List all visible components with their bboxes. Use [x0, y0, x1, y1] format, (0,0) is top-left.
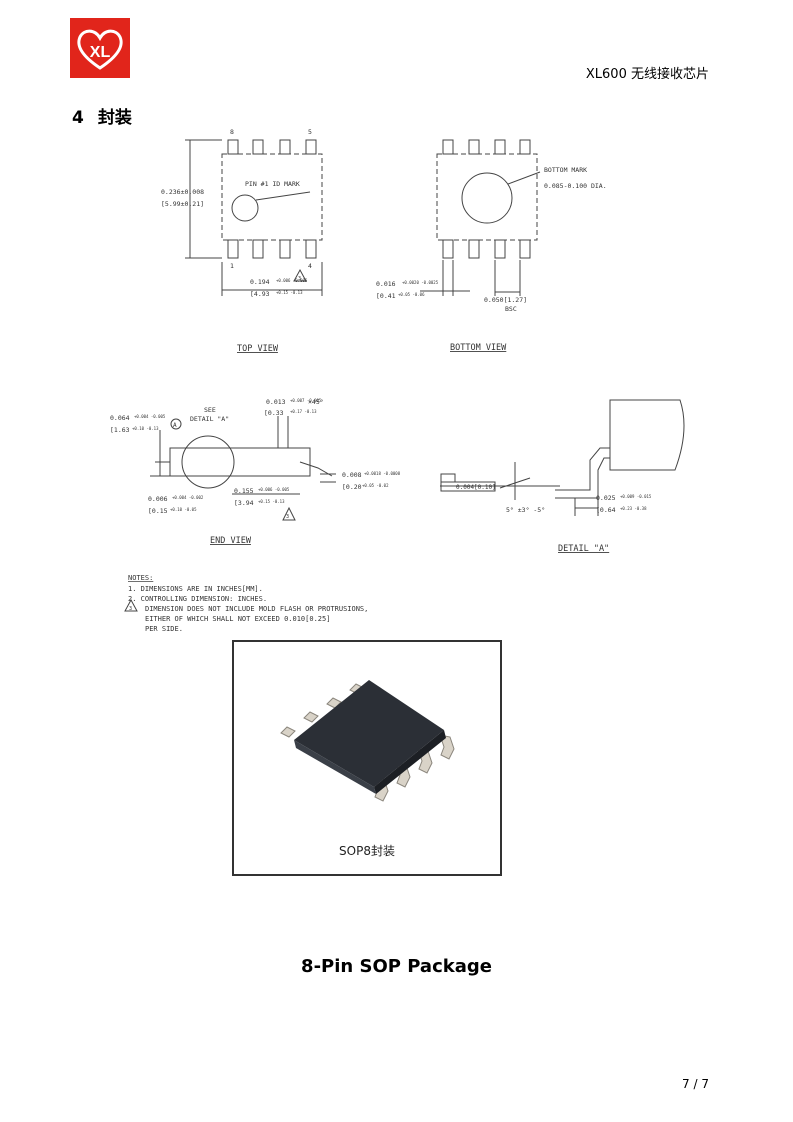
chip-illustration: [280, 680, 455, 802]
end-view-label: END VIEW: [210, 536, 252, 546]
end-note-flag: 3: [286, 514, 289, 520]
top-pin1-label: 1: [230, 262, 234, 270]
bottom-lead-width-in: 0.016: [376, 280, 396, 288]
chamfer-tol-in: +0.007 -0.005: [290, 398, 322, 403]
note-3-number: 3: [129, 606, 132, 612]
body-in: 0.155: [234, 487, 254, 495]
top-width-in: 0.194: [250, 278, 270, 286]
end-height-mm: [1.63: [110, 426, 130, 434]
body-mm: [3.94: [234, 499, 254, 507]
bottom-lead-width-mm: [0.41: [376, 292, 396, 300]
end-height-tol-mm: +0.10 -0.13: [132, 426, 159, 431]
note-1: 1. DIMENSIONS ARE IN INCHES[MM].: [128, 585, 263, 593]
lead-thk-in: 0.008: [342, 471, 362, 479]
top-view: [185, 139, 323, 296]
company-logo: XL: [70, 18, 130, 78]
note-3a: DIMENSION DOES NOT INCLUDE MOLD FLASH OR…: [145, 605, 368, 613]
foot-mm: [0.64: [596, 506, 616, 514]
bottom-lead-tol-in: +0.0020 -0.0025: [402, 280, 439, 285]
see-label: SEE: [204, 406, 216, 414]
logo-text: XL: [90, 44, 111, 61]
chamfer-mm: [0.33: [264, 409, 284, 417]
end-circle-a: A: [173, 422, 177, 429]
section-heading: 4 封装: [72, 103, 146, 128]
standoff-tol-mm: +0.10 -0.05: [170, 507, 197, 512]
note-2: 2. CONTROLLING DIMENSION: INCHES.: [128, 595, 267, 603]
note-3b: EITHER OF WHICH SHALL NOT EXCEED 0.010[0…: [145, 615, 330, 623]
chamfer-in: 0.013: [266, 398, 286, 406]
bottom-view-label: BOTTOM VIEW: [450, 343, 507, 353]
body-tol-mm: +0.15 -0.13: [258, 499, 285, 504]
coplanarity-label: 0.004[0.10]: [456, 484, 496, 491]
detail-a-view: [440, 399, 685, 516]
end-height-in: 0.064: [110, 414, 130, 422]
top-width-tol-mm: +0.15 -0.13: [276, 290, 303, 295]
lead-thk-tol-mm: +0.05 -0.02: [362, 483, 389, 488]
foot-tol-mm: +0.23 -0.38: [620, 506, 647, 511]
top-pin5-label: 5: [308, 128, 312, 136]
top-width-mm: [4.93: [250, 290, 270, 298]
bottom-pitch-basis: BSC: [505, 305, 517, 313]
package-title: 8-Pin SOP Package: [301, 956, 492, 977]
page-number: 7 / 7: [682, 1077, 709, 1091]
detail-angle-label: 5° ±3° -5°: [506, 506, 545, 514]
chamfer-tol-mm: +0.17 -0.13: [290, 409, 317, 414]
pin-id-mark-label: PIN #1 ID MARK: [245, 180, 300, 188]
standoff-in: 0.006: [148, 495, 168, 503]
notes-heading: NOTES:: [128, 574, 153, 582]
package-photo: SOP8封装: [232, 640, 502, 876]
note-3c: PER SIDE.: [145, 625, 183, 633]
body-tol-in: +0.006 -0.005: [258, 487, 290, 492]
photo-caption: SOP8封装: [339, 844, 395, 858]
section-title-text: 封装: [97, 108, 132, 128]
bottom-lead-tol-mm: +0.05 -0.06: [398, 292, 425, 297]
foot-in: 0.025: [596, 494, 616, 502]
top-height-in: 0.236±0.008: [161, 188, 204, 196]
top-note-flag: 3: [298, 276, 301, 282]
section-number: 4: [72, 108, 84, 128]
end-view: [150, 416, 336, 521]
bottom-mark-label: BOTTOM MARK: [544, 166, 587, 174]
package-drawing: 8 5 1 4 PIN #1 ID MARK 0.236±0.008 [5.99…: [110, 128, 685, 633]
top-height-mm: [5.99±0.21]: [161, 200, 204, 208]
see-detail-label: DETAIL "A": [190, 415, 229, 423]
lead-thk-tol-in: +0.0018 -0.0008: [364, 471, 401, 476]
chamfer-angle: ×45°: [308, 398, 324, 406]
detail-a-label: DETAIL "A": [558, 544, 609, 554]
standoff-mm: [0.15: [148, 507, 168, 515]
bottom-view: [420, 139, 541, 296]
top-view-label: TOP VIEW: [237, 344, 279, 354]
top-pin4-label: 4: [308, 262, 312, 270]
top-pin8-label: 8: [230, 128, 234, 136]
standoff-tol-in: +0.004 -0.002: [172, 495, 204, 500]
document-title: XL600 无线接收芯片: [585, 67, 709, 82]
end-height-tol-in: +0.004 -0.005: [134, 414, 166, 419]
top-width-tol-in: +0.006 -0.005: [276, 278, 308, 283]
lead-thk-mm: [0.20: [342, 483, 362, 491]
bottom-pitch: 0.050[1.27]: [484, 296, 527, 304]
foot-tol-in: +0.009 -0.015: [620, 494, 652, 499]
bottom-mark-dia: 0.085-0.100 DIA.: [544, 182, 607, 190]
